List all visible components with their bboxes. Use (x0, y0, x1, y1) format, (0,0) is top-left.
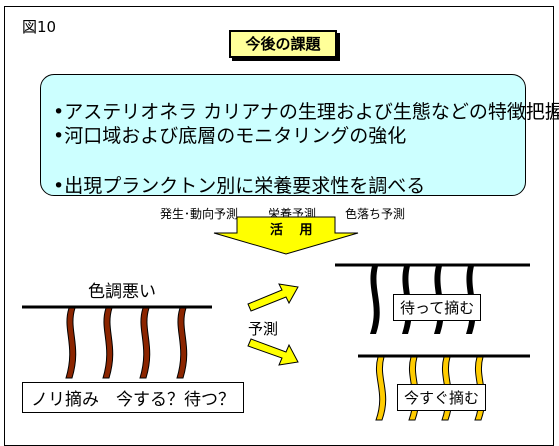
prediction-label-fading: 色落ち予測 (345, 207, 406, 221)
utilization-label: 活 用 (270, 223, 319, 238)
nori-brown-3 (139, 307, 151, 379)
utilization-arrow (213, 216, 359, 255)
task-item-1: •アステリオネラ カリアナの生理および生態などの特徴把握 (53, 101, 559, 123)
nori-black-1 (370, 266, 380, 334)
arrow-to-wait (247, 283, 299, 312)
prediction-label: 予測 (248, 320, 279, 338)
nori-yellow-1 (375, 356, 387, 421)
wait-then-harvest-label: 待って摘む (393, 294, 482, 321)
prediction-label-occurrence: 発生･動向予測 (160, 207, 239, 221)
nori-brown-2 (102, 307, 114, 379)
slide-title: 今後の課題 (229, 30, 337, 58)
harvest-now-label: 今すぐ摘む (397, 384, 487, 411)
poor-color-label: 色調悪い (88, 282, 156, 302)
tasks-box: •アステリオネラ カリアナの生理および生態などの特徴把握 •河口域および底層のモ… (40, 74, 559, 197)
harvest-question: ノリ摘み 今する？待つ？ (22, 382, 244, 413)
task-item-2: •河口域および底層のモニタリングの強化 (53, 125, 407, 147)
figure-label: 図10 (22, 18, 57, 36)
task-item-3: •出現プランクトン別に栄養要求性を調べる (53, 175, 426, 197)
nori-brown-1 (65, 307, 77, 379)
nori-brown-4 (176, 307, 188, 379)
arrow-to-now (247, 338, 299, 366)
diagram-graphics (22, 216, 530, 421)
